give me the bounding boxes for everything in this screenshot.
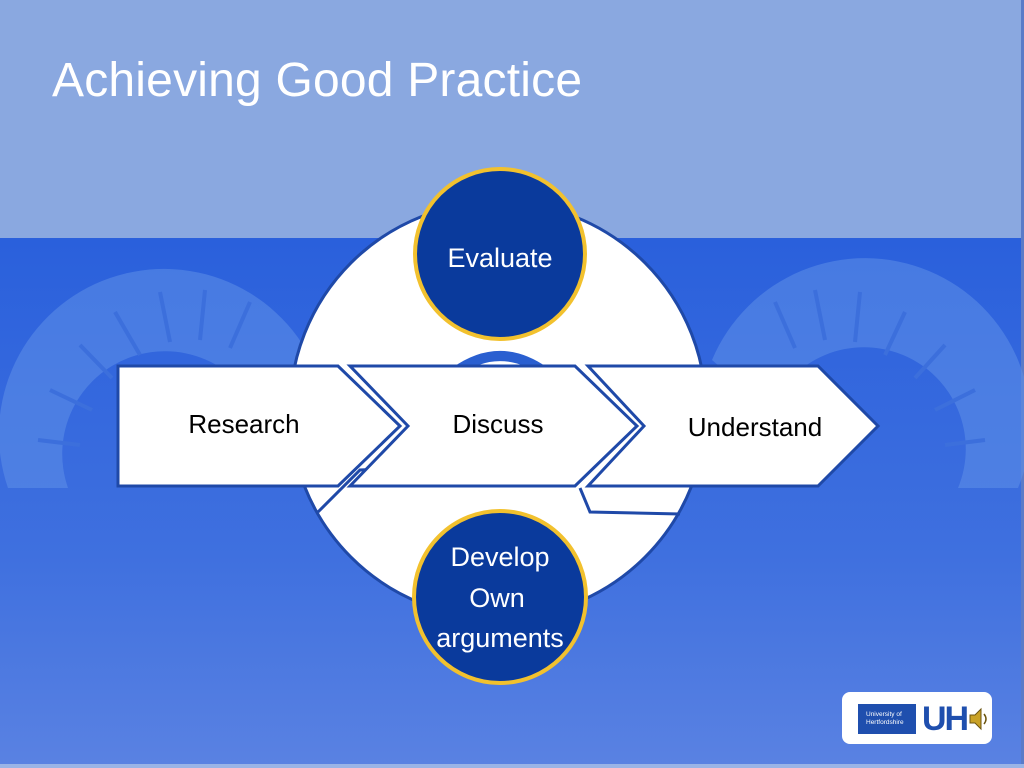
develop-label-line3: arguments xyxy=(436,623,564,653)
chevron-discuss: Discuss xyxy=(346,364,640,488)
develop-node: Develop Own arguments xyxy=(412,509,588,685)
university-logo: University of Hertfordshire UH xyxy=(842,692,992,744)
logo-mark: UH xyxy=(922,700,969,738)
logo-line2: Hertfordshire xyxy=(866,719,904,726)
logo-wordmark: University of Hertfordshire xyxy=(858,704,916,734)
chevron-research-label: Research xyxy=(188,409,299,439)
evaluate-node: Evaluate xyxy=(413,167,587,341)
develop-label-line2: Own xyxy=(469,583,525,613)
chevron-research: Research xyxy=(116,364,403,488)
slide-bottom-edge xyxy=(0,764,1024,768)
logo-line1: University of xyxy=(866,711,902,718)
speaker-icon[interactable] xyxy=(968,706,990,732)
left-arch-segments xyxy=(37,289,252,447)
right-arch-segments xyxy=(773,289,986,447)
chevron-discuss-label: Discuss xyxy=(452,409,543,439)
slide-title: Achieving Good Practice xyxy=(52,54,583,107)
cycle-arrow-right xyxy=(578,487,681,516)
chevron-understand: Understand xyxy=(584,364,881,488)
chevron-understand-label: Understand xyxy=(688,412,822,442)
develop-label-line1: Develop xyxy=(450,542,549,572)
right-arch-decoration xyxy=(712,258,1024,488)
evaluate-label: Evaluate xyxy=(447,243,552,273)
